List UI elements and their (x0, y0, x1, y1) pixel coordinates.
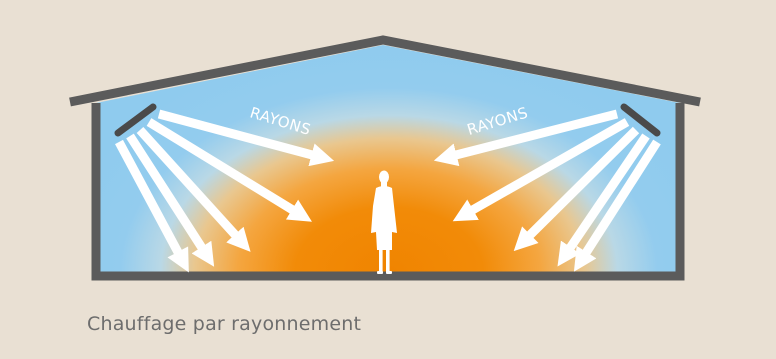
rays-right (433, 109, 661, 272)
ray-arrow (557, 133, 650, 267)
ray-arrow (136, 126, 251, 252)
rays-left (115, 109, 335, 273)
heated-interior (96, 45, 680, 274)
ray-arrow (115, 139, 189, 273)
heater-right-icon (620, 103, 661, 137)
ray-arrow (433, 109, 619, 167)
ray-arrow (452, 118, 630, 222)
diagram-caption: Chauffage par rayonnement (87, 313, 362, 335)
heater-left-icon (114, 103, 157, 137)
ray-arrow (146, 118, 312, 222)
person-silhouette-icon (371, 170, 397, 274)
ray-arrow (513, 126, 640, 252)
ray-arrow (126, 133, 215, 267)
ray-arrow (157, 109, 335, 167)
building-outline (69, 35, 701, 281)
ray-arrow (573, 139, 661, 272)
